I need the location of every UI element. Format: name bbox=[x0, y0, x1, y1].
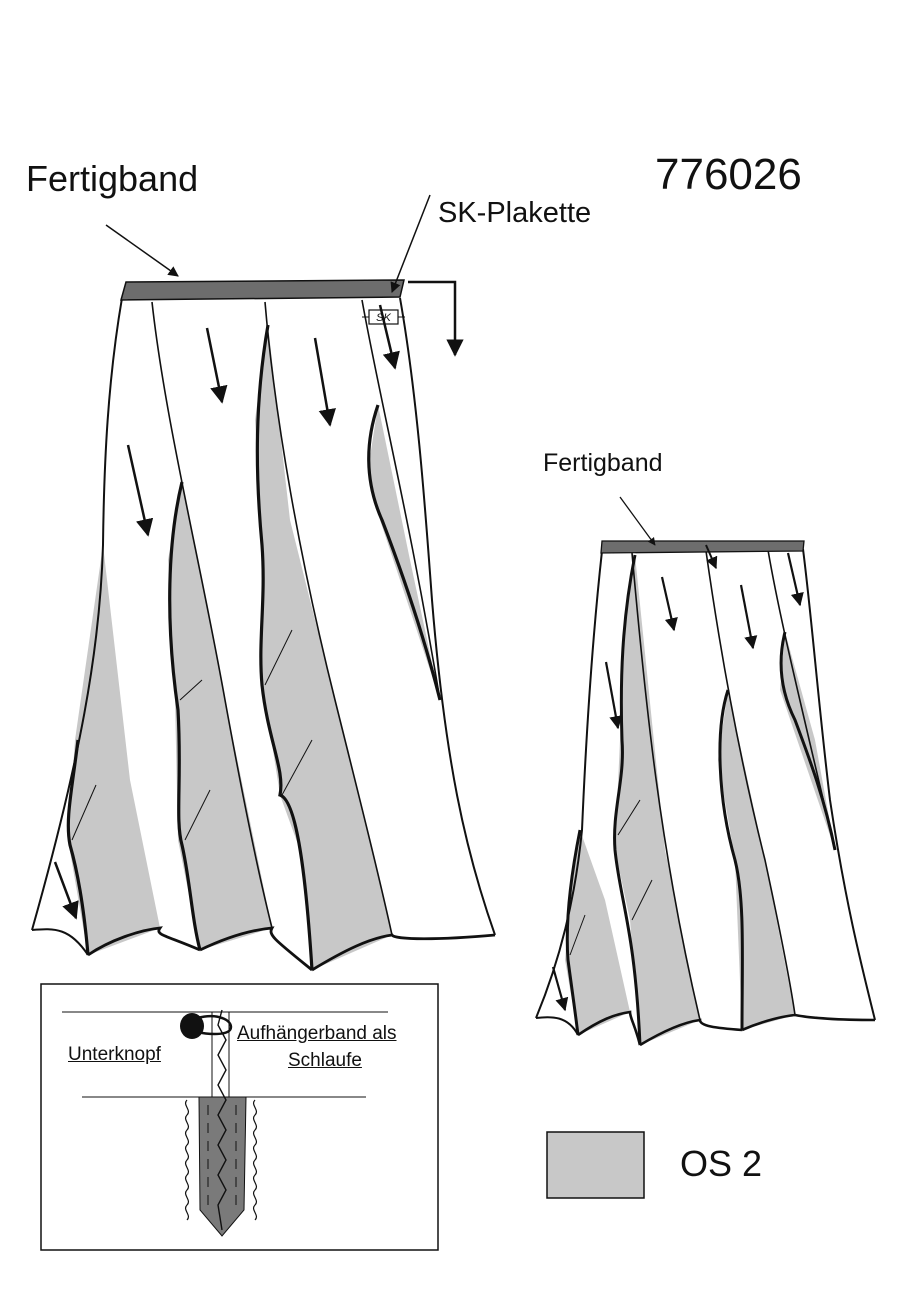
aufhaengerband-label-line2: Schlaufe bbox=[288, 1050, 362, 1071]
grain-arrow bbox=[53, 861, 79, 920]
skirt-large: SK bbox=[31, 194, 496, 972]
skirt-small bbox=[535, 496, 876, 1047]
legend-label: OS 2 bbox=[680, 1143, 763, 1184]
sk-plakette-pointer bbox=[390, 194, 431, 293]
legend-swatch bbox=[546, 1131, 645, 1199]
godet-panel bbox=[68, 545, 160, 955]
godet-panel bbox=[255, 325, 392, 970]
unterknopf-label: Unterknopf bbox=[68, 1044, 161, 1065]
fertigband-label-main: Fertigband bbox=[26, 158, 199, 199]
skirt-outline bbox=[31, 297, 123, 931]
direction-arrow bbox=[408, 280, 464, 357]
article-number: 776026 bbox=[655, 150, 802, 199]
skirt-outline bbox=[399, 297, 496, 936]
grain-arrow bbox=[313, 337, 336, 427]
grain-arrow bbox=[205, 327, 228, 404]
aufhaengerband-label-line1: Aufhängerband als bbox=[237, 1023, 397, 1044]
grain-arrow bbox=[126, 444, 154, 537]
grain-arrow bbox=[378, 304, 400, 370]
sk-plakette-label: SK-Plakette bbox=[438, 197, 592, 229]
fertigband-pointer bbox=[105, 224, 179, 277]
godet-panel bbox=[168, 482, 272, 950]
closure-detail-box bbox=[40, 983, 439, 1251]
hanger-loop bbox=[196, 1014, 233, 1036]
godet-panel bbox=[368, 405, 440, 700]
waistband bbox=[120, 279, 405, 301]
fertigband-label-small: Fertigband bbox=[543, 449, 663, 477]
